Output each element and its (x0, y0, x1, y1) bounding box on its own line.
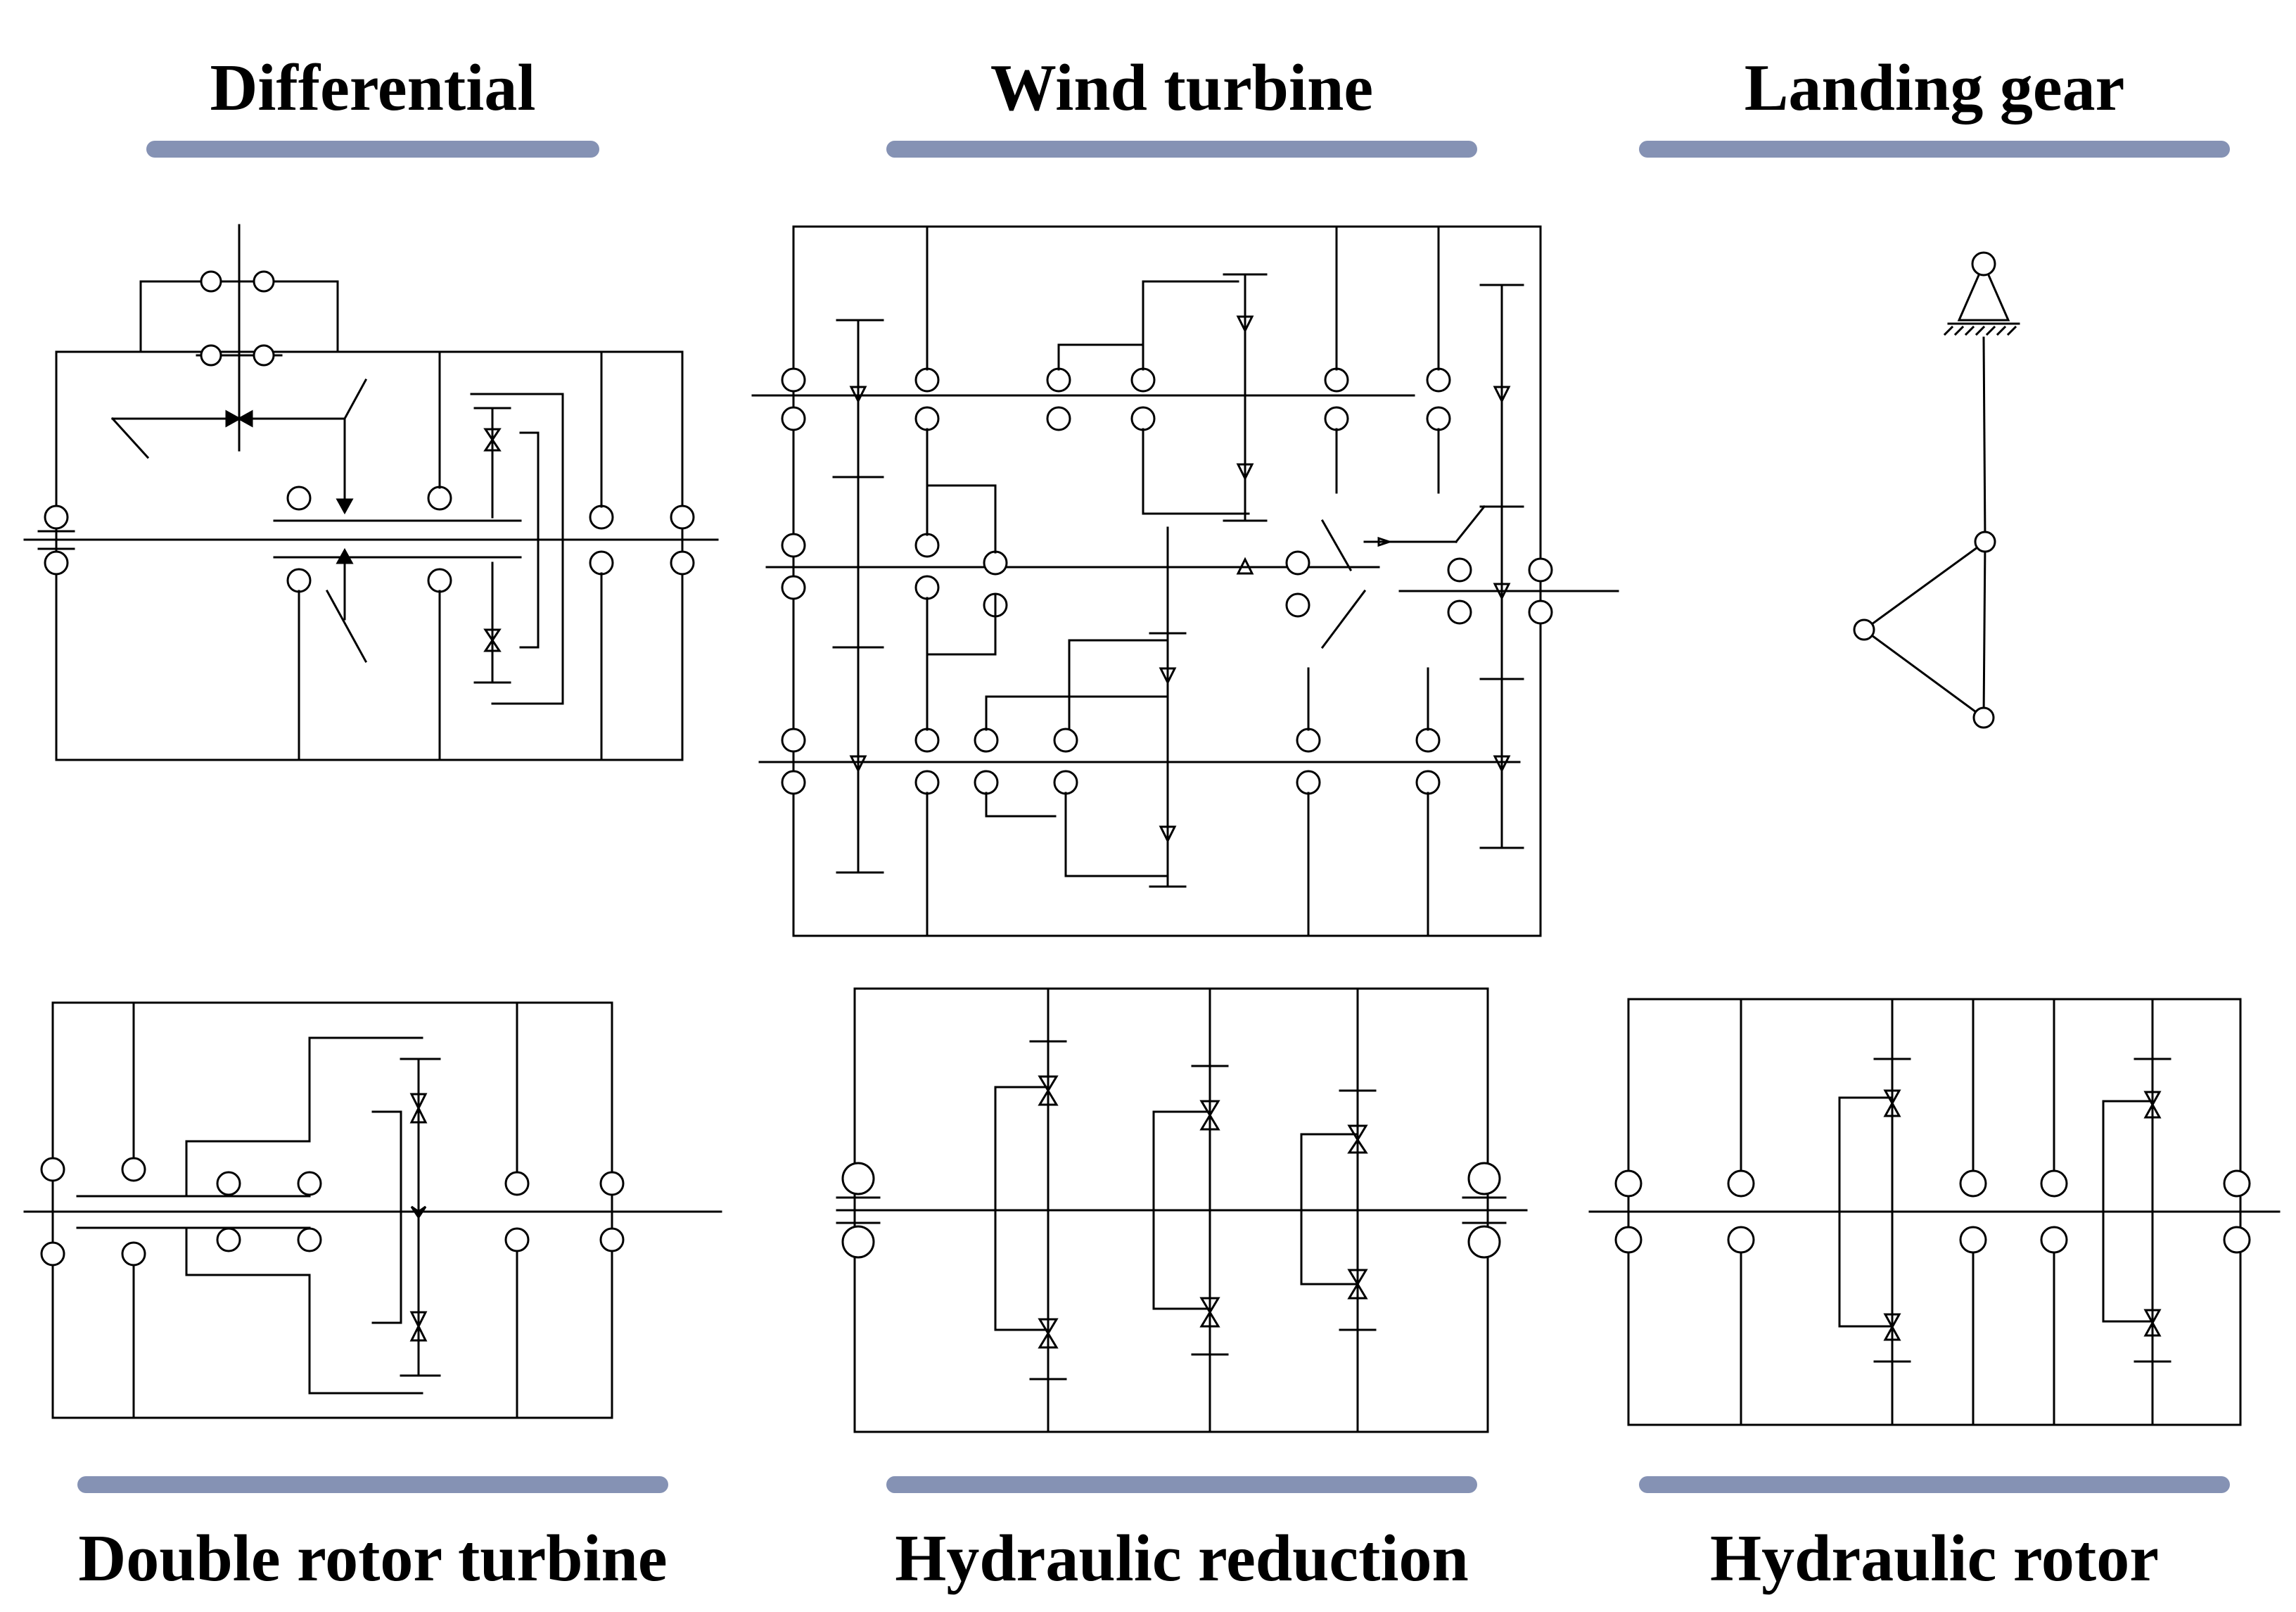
double-rotor-turbine-diagram (23, 1001, 722, 1419)
wind-turbine-kinematic-diagram (751, 225, 1619, 937)
panel-title-wind-turbine: Wind turbine (990, 51, 1374, 125)
differential-kinematic-diagram (23, 224, 719, 761)
title-underline-double-rotor-turbine (77, 1476, 668, 1493)
title-underline-differential (146, 141, 599, 158)
panel-title-hydraulic-reduction: Hydraulic reduction (895, 1522, 1469, 1595)
title-underline-hydraulic-reduction (886, 1476, 1477, 1493)
panel-title-differential: Differential (210, 51, 536, 125)
panel-title-landing-gear: Landing gear (1744, 51, 2125, 125)
hydraulic-reduction-diagram (836, 987, 1528, 1433)
title-underline-hydraulic-rotor (1639, 1476, 2230, 1493)
panel-title-hydraulic-rotor: Hydraulic rotor (1710, 1522, 2159, 1595)
title-underline-wind-turbine (886, 141, 1477, 158)
landing-gear-linkage-diagram (1853, 251, 2020, 729)
panel-title-double-rotor-turbine: Double rotor turbine (78, 1522, 668, 1595)
title-underline-landing-gear (1639, 141, 2230, 158)
hydraulic-rotor-diagram (1588, 998, 2281, 1426)
